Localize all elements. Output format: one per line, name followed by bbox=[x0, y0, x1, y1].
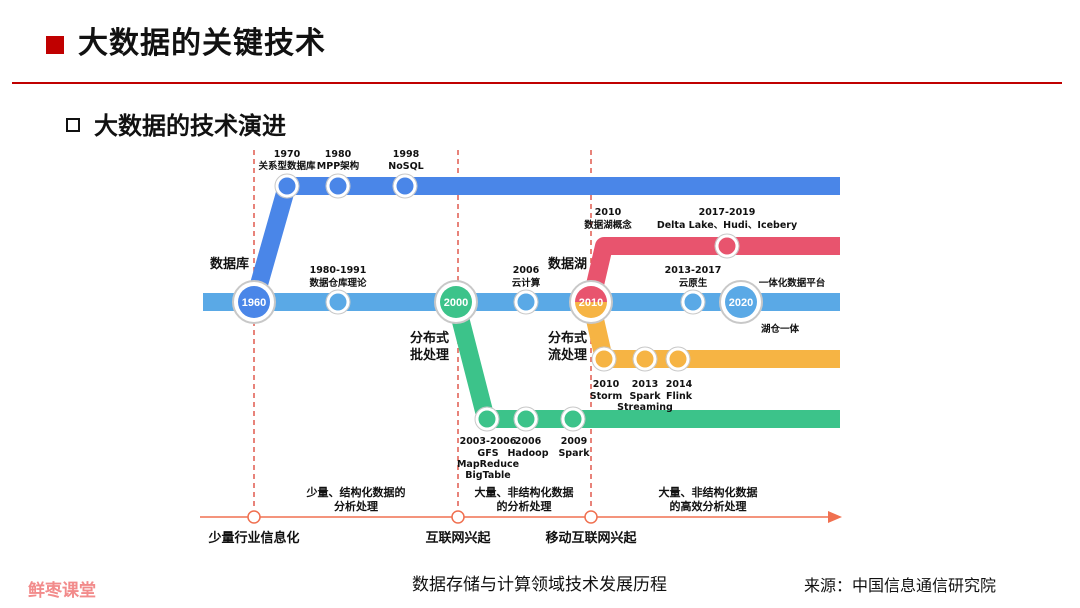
era-event-1: 少量行业信息化 bbox=[207, 530, 299, 546]
label-native-year: 2013-2017 bbox=[665, 265, 722, 276]
track-label-stream-2: 流处理 bbox=[548, 347, 587, 363]
label-batch-2003-mr: MapReduce bbox=[457, 459, 519, 470]
label-lake-2010-year: 2010 bbox=[595, 207, 622, 218]
label-dw-name: 数据仓库理论 bbox=[308, 277, 367, 289]
label-dw-year: 1980-1991 bbox=[310, 265, 367, 276]
node-db-1980 bbox=[326, 174, 350, 198]
brand-watermark: 鲜枣课堂 bbox=[28, 581, 96, 601]
label-stream-2013-name2: Streaming bbox=[617, 402, 673, 413]
track-labels: 数据库 分布式 批处理 数据湖 分布式 流处理 bbox=[210, 256, 587, 363]
label-stream-2014-name: Flink bbox=[666, 391, 693, 402]
label-stream-2010-year: 2010 bbox=[593, 379, 620, 390]
label-batch-2009-name: Spark bbox=[558, 448, 590, 459]
era-3-line1: 大量、非结构化数据 bbox=[659, 485, 758, 499]
label-stream-2013-name: Spark bbox=[629, 391, 661, 402]
label-cloud-year: 2006 bbox=[513, 265, 540, 276]
label-stream-2010-name: Storm bbox=[590, 391, 623, 402]
label-stream-2013-year: 2013 bbox=[632, 379, 658, 390]
label-batch-2003-bt: BigTable bbox=[465, 470, 510, 481]
node-db-1998 bbox=[393, 174, 417, 198]
track-label-lake: 数据湖 bbox=[548, 256, 587, 272]
node-batch-2006 bbox=[514, 407, 538, 431]
label-batch-2003-year: 2003-2006 bbox=[460, 436, 517, 447]
label-db-1970-year: 1970 bbox=[274, 149, 301, 160]
era-2-line1: 大量、非结构化数据 bbox=[475, 485, 574, 499]
era-2-line2: 的分析处理 bbox=[497, 499, 552, 513]
label-native-name: 云原生 bbox=[679, 277, 708, 289]
node-batch-2009 bbox=[561, 407, 585, 431]
era-event-3: 移动互联网兴起 bbox=[545, 530, 637, 546]
era-1-line1: 少量、结构化数据的 bbox=[306, 485, 406, 499]
label-cloud-name: 云计算 bbox=[512, 277, 541, 289]
hub-2010-top bbox=[575, 286, 607, 302]
label-unified: 一体化数据平台 bbox=[759, 277, 826, 289]
milestone-nodes bbox=[275, 174, 739, 431]
label-db-1980-year: 1980 bbox=[325, 149, 352, 160]
track-label-stream-1: 分布式 bbox=[548, 330, 587, 346]
hubs bbox=[232, 280, 763, 324]
milestone-node-rings bbox=[274, 173, 740, 432]
hub-label-2010: 2010 bbox=[579, 297, 603, 309]
subtitle-bullet bbox=[66, 118, 80, 132]
node-stream-2010 bbox=[592, 347, 616, 371]
subtitle: 大数据的技术演进 bbox=[94, 112, 286, 140]
figure-caption: 数据存储与计算领域技术发展历程 bbox=[412, 575, 667, 595]
era-events: 少量行业信息化 互联网兴起 移动互联网兴起 bbox=[207, 530, 637, 546]
era-descriptions: 少量、结构化数据的 分析处理 大量、非结构化数据 的分析处理 大量、非结构化数据… bbox=[306, 485, 758, 513]
era-point-1 bbox=[247, 510, 261, 524]
milestone-labels: 1970 关系型数据库 1980 MPP架构 1998 NoSQL 1980-1… bbox=[258, 149, 825, 481]
hub-label-2020: 2020 bbox=[729, 297, 753, 309]
label-db-1980-name: MPP架构 bbox=[317, 160, 360, 172]
hub-label-2000: 2000 bbox=[444, 297, 468, 309]
label-batch-2006-name: Hadoop bbox=[507, 448, 548, 459]
hub-labels: 1960 2000 2010 2020 bbox=[242, 297, 753, 309]
track-label-batch-2: 批处理 bbox=[410, 347, 449, 363]
hub-1960 bbox=[238, 286, 270, 318]
label-stream-2014-year: 2014 bbox=[666, 379, 693, 390]
era-axis bbox=[200, 510, 842, 524]
node-lake-2017 bbox=[715, 234, 739, 258]
label-db-1998-name: NoSQL bbox=[388, 161, 423, 172]
era-3-line2: 的高效分析处理 bbox=[670, 499, 747, 513]
label-lake-2017-year: 2017-2019 bbox=[699, 207, 756, 218]
node-batch-2003 bbox=[475, 407, 499, 431]
label-lake-2017-name: Delta Lake、Hudi、Icebery bbox=[657, 220, 798, 231]
slide-title: 大数据的关键技术 bbox=[78, 26, 326, 61]
label-lakehouse: 湖仓一体 bbox=[761, 323, 800, 335]
node-stream-2013 bbox=[633, 347, 657, 371]
node-stream-2014 bbox=[666, 347, 690, 371]
track-label-database: 数据库 bbox=[210, 256, 249, 272]
label-db-1998-year: 1998 bbox=[393, 149, 420, 160]
track-label-batch-1: 分布式 bbox=[410, 330, 449, 346]
era-event-2: 互联网兴起 bbox=[425, 530, 491, 546]
node-db-1970 bbox=[275, 174, 299, 198]
hub-2000 bbox=[440, 286, 472, 318]
node-native-2013 bbox=[681, 290, 705, 314]
hub-2020 bbox=[725, 286, 757, 318]
era-point-2 bbox=[451, 510, 465, 524]
label-batch-2006-year: 2006 bbox=[515, 436, 542, 447]
label-batch-2009-year: 2009 bbox=[561, 436, 587, 447]
source-note: 来源：中国信息通信研究院 bbox=[804, 576, 997, 595]
era-point-3 bbox=[584, 510, 598, 524]
title-divider bbox=[12, 82, 1062, 84]
title-bullet bbox=[46, 36, 64, 54]
node-dw-1980 bbox=[326, 290, 350, 314]
label-lake-2010-name: 数据湖概念 bbox=[583, 219, 632, 231]
hub-2010-bottom bbox=[575, 302, 607, 318]
era-axis-arrow bbox=[828, 511, 842, 523]
hub-label-1960: 1960 bbox=[242, 297, 266, 309]
label-db-1970-name: 关系型数据库 bbox=[258, 160, 316, 172]
era-1-line2: 分析处理 bbox=[334, 499, 378, 513]
node-cloud-2006 bbox=[514, 290, 538, 314]
label-batch-2003-gfs: GFS bbox=[477, 448, 498, 459]
